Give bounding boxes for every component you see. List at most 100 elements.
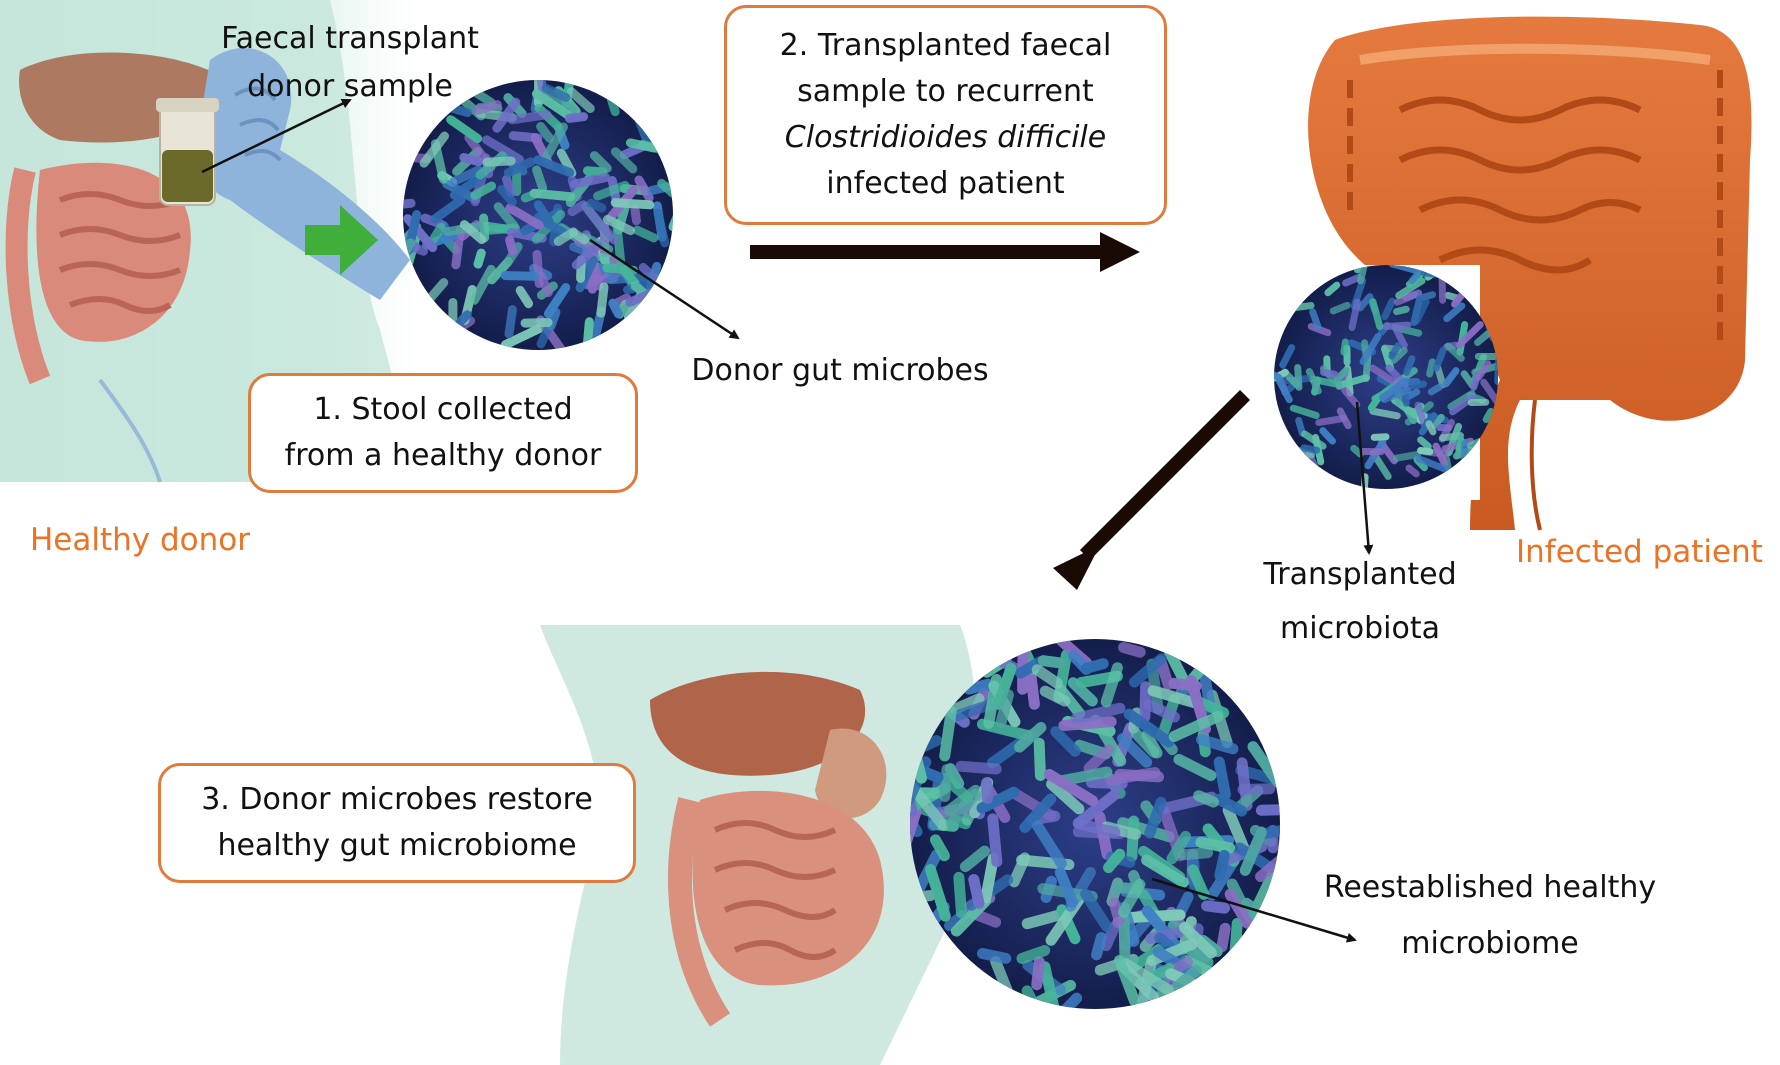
bacterium-shape [602, 214, 636, 236]
bacterium-shape [449, 165, 484, 186]
bacterium-shape [1442, 367, 1460, 388]
bacterium-shape [1147, 685, 1200, 709]
bacterium-shape [569, 228, 590, 245]
bacterium-shape [1143, 699, 1180, 723]
bacterium-shape [939, 763, 953, 803]
bacterium-shape [584, 207, 619, 245]
bacterium-shape [1494, 357, 1498, 386]
bacterium-shape [953, 871, 967, 919]
bacterium-shape [1037, 655, 1066, 669]
bacterium-shape [1392, 326, 1408, 349]
bacterium-shape [500, 271, 540, 281]
bacterium-shape [1390, 347, 1408, 364]
bacterium-shape [1367, 393, 1383, 412]
bacterium-shape [593, 180, 630, 201]
reestablished-microbiome-circle [910, 639, 1280, 1009]
bacterium-shape [536, 121, 555, 143]
bacterium-shape [1106, 766, 1161, 786]
bacterium-shape [1100, 662, 1123, 708]
bacterium-shape [1146, 938, 1198, 967]
bacterium-shape [1043, 768, 1098, 807]
bacterium-shape [459, 153, 484, 167]
bacterium-shape [1179, 922, 1217, 959]
bacterium-shape [1403, 355, 1416, 376]
bacterium-shape [533, 155, 575, 178]
bacterium-shape [976, 786, 1020, 814]
bacterium-shape [1031, 956, 1045, 991]
bacterium-shape [1226, 878, 1254, 921]
bacterium-shape [1108, 897, 1125, 927]
bacterium-shape [1173, 753, 1217, 782]
bacterium-shape [1482, 407, 1495, 423]
bacterium-shape [1447, 390, 1476, 411]
pointer-donor-microbes [589, 238, 740, 340]
bacterium-shape [1393, 305, 1410, 316]
bacterium-shape [1382, 321, 1412, 331]
bacterium-shape [1381, 297, 1396, 321]
bacterium-shape [507, 110, 552, 125]
bacterium-shape [1201, 900, 1231, 914]
bacterium-shape [586, 198, 607, 213]
bacterium-shape [1342, 273, 1363, 287]
bacterium-shape [925, 863, 951, 922]
bacterium-shape [515, 285, 534, 309]
bacterium-shape [1014, 722, 1047, 753]
bacterium-shape [1475, 360, 1492, 381]
transplanted-microbiota-circle [1274, 265, 1498, 489]
bacterium-shape [1309, 308, 1322, 331]
bacterium-shape [502, 174, 516, 198]
restored-gut-body-illustration [540, 625, 976, 1065]
bacterium-shape [1329, 301, 1351, 315]
pointer-transplanted-microbiota [1355, 401, 1374, 555]
bacterium-shape [1415, 455, 1449, 473]
healthy-donor-label: Healthy donor [30, 522, 250, 558]
bacterium-shape [1395, 277, 1426, 299]
bacterium-shape [505, 203, 544, 230]
bacterium-shape [963, 678, 994, 695]
bacterium-shape [470, 181, 497, 200]
bacterium-shape [446, 115, 483, 144]
bacterium-shape [1128, 653, 1167, 688]
bacterium-shape [1008, 852, 1031, 888]
bacterium-shape [1067, 677, 1098, 707]
bacterium-shape [610, 147, 638, 174]
green-arrow [305, 205, 378, 275]
bacterium-shape [1305, 367, 1322, 395]
reestablished-microbiome-label: Reestablished healthy microbiome [1323, 870, 1657, 961]
bacterium-shape [1359, 447, 1385, 456]
bacterium-shape [1100, 921, 1120, 952]
bacterium-shape [1039, 685, 1071, 707]
bacterium-shape [1417, 446, 1434, 456]
bacterium-shape [1369, 407, 1401, 420]
bacterium-shape [1080, 658, 1109, 674]
bacterium-shape [1455, 321, 1484, 349]
bacterium-shape [1255, 850, 1280, 883]
bacterium-shape [1370, 433, 1390, 441]
bacterium-shape [532, 165, 548, 193]
bacterium-shape [541, 83, 571, 102]
bacterium-shape [1116, 733, 1153, 768]
bacterium-shape [1333, 366, 1350, 383]
bacterium-shape [1195, 734, 1239, 755]
bacterium-shape [566, 87, 595, 113]
bacterium-shape [1408, 265, 1431, 285]
bacterium-shape [968, 873, 985, 909]
bacterium-shape [1289, 404, 1320, 419]
bacterium-shape [533, 212, 571, 239]
bacterium-shape [929, 834, 950, 862]
bacterium-shape [1320, 368, 1339, 378]
bacterium-shape [1120, 958, 1174, 996]
bacterium-shape [1056, 685, 1086, 720]
bacterium-shape [1224, 888, 1253, 929]
bacterium-shape [1474, 329, 1492, 347]
bacterium-shape [1425, 420, 1437, 436]
bacterium-shape [1294, 364, 1303, 391]
bacterium-shape [939, 705, 957, 762]
bacterium-shape [1113, 955, 1140, 1007]
bacterium-shape [977, 947, 1012, 964]
bacterium-shape [1474, 352, 1498, 361]
bacterium-shape [1213, 756, 1231, 801]
bacterium-shape [610, 198, 655, 210]
bacterium-shape [1237, 783, 1276, 795]
